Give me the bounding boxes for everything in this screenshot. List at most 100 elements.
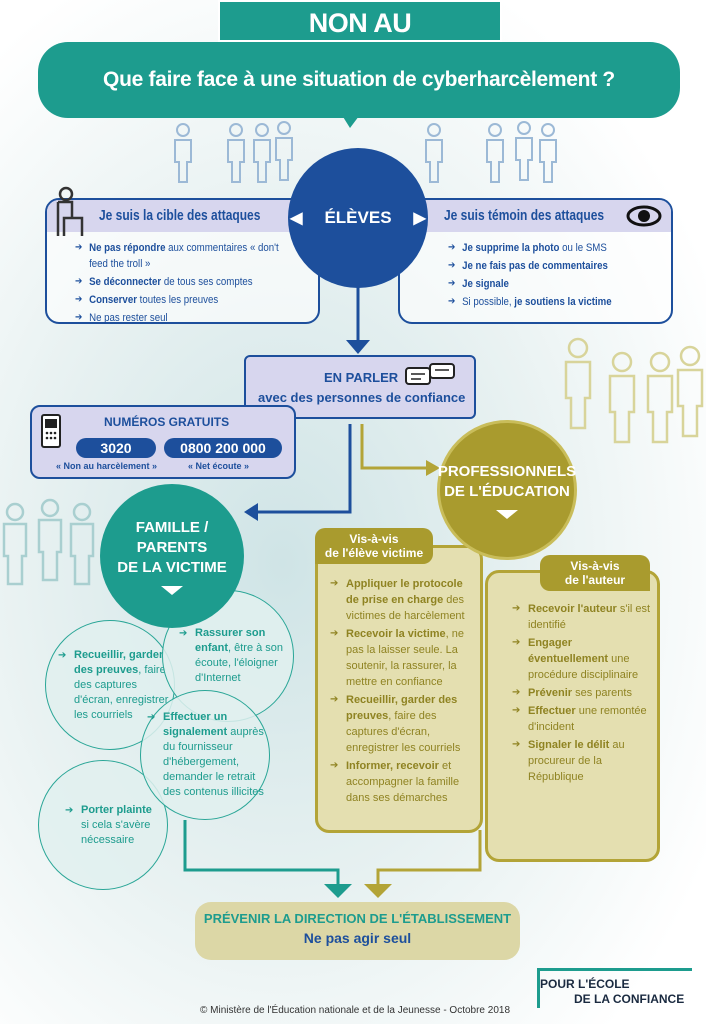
person-icon (486, 123, 504, 183)
list-item: Recevoir la victime, ne pas la laisser s… (330, 626, 474, 690)
adult-figures-right (564, 337, 704, 444)
direction-line1: PRÉVENIR LA DIRECTION DE L'ÉTABLISSEMENT (203, 911, 512, 926)
list-item: Effectuer une remontée d'incident (512, 703, 651, 735)
pros-label-line2: DE L'ÉDUCATION (444, 482, 570, 500)
arrow-line (183, 820, 340, 885)
phone-icon (41, 414, 61, 448)
item-bold: Effectuer (528, 705, 576, 717)
item-bold: Engager éventuellement (528, 637, 609, 665)
person-icon (174, 123, 192, 183)
item-text: , être à son écoute, l'éloigner d'Intern… (195, 642, 284, 684)
chevron-right-icon: ▶ (413, 210, 426, 227)
family-label-line2: DE LA VICTIME (117, 558, 227, 576)
list-item: Je signale (448, 276, 657, 292)
author-title-line1: Vis-à-vis (570, 559, 620, 573)
item-text: et accompagner la famille dans ses démar… (346, 760, 460, 804)
question-bubble: Que faire face à une situation de cyberh… (38, 42, 680, 118)
item-bold: Signaler le délit (528, 739, 610, 751)
item-text: une remontée d'incident (528, 705, 647, 733)
person-icon (608, 351, 636, 444)
adult-figures-left (2, 498, 95, 586)
arrow-head (324, 884, 352, 898)
pros-label-line1: PROFESSIONNELS (437, 462, 577, 480)
item-text: une procédure disciplinaire (528, 653, 639, 681)
number-3020[interactable]: 3020 (76, 438, 156, 458)
item-text: , faire des captures d'écran, enregistre… (74, 663, 169, 721)
author-title-line2: de l'auteur (564, 573, 626, 587)
numbers-title: NUMÉROS GRATUITS (104, 415, 230, 429)
copyright: © Ministère de l'Éducation nationale et … (200, 1005, 511, 1016)
item-bold: Rassurer son enfant (195, 627, 266, 654)
item-text: toutes les preuves (136, 294, 219, 306)
number-net-ecoute-label: « Net écoute » (188, 461, 250, 471)
list-item: Appliquer le protocole de prise en charg… (330, 576, 474, 624)
number-3020-label: « Non au harcèlement » (56, 461, 158, 471)
person-icon (646, 351, 674, 444)
item-bold: Porter plainte (81, 803, 152, 816)
sitting-person-icon (56, 186, 84, 236)
item-bold: Je signale (462, 278, 509, 290)
victim-box-title: Vis-à-vis de l'élève victime (315, 528, 433, 564)
item-text: au procureur de la République (528, 739, 625, 783)
target-title: Je suis la cible des attaques (99, 207, 261, 224)
person-icon (37, 498, 63, 582)
item-text: Ne pas rester seul (89, 312, 168, 324)
triangle-down-icon (496, 509, 518, 519)
students-label: ÉLÈVES (324, 208, 392, 227)
person-icon (275, 121, 293, 181)
person-icon (515, 121, 533, 181)
item-bold: Appliquer le protocole de prise en charg… (346, 578, 463, 606)
list-item: Prévenir ses parents (512, 685, 651, 701)
chevron-left-icon: ◀ (290, 210, 303, 227)
person-icon (425, 123, 443, 183)
person-icon (564, 337, 592, 430)
list-item: Recevoir l'auteur s'il est identifié (512, 601, 651, 633)
list-item: Informer, recevoir et accompagner la fam… (330, 758, 474, 806)
item-bold: Effectuer un signalement (163, 711, 228, 738)
person-icon (227, 123, 245, 183)
item-bold: Prévenir (528, 687, 573, 699)
list-item: Engager éventuellement une procédure dis… (512, 635, 651, 683)
list-item: Conserver toutes les preuves (75, 292, 284, 308)
family-label-line1: FAMILLE / PARENTS (135, 518, 209, 556)
item-text: auprès du fournisseur d'hébergement, dem… (163, 726, 264, 798)
students-circle: ◀ ÉLÈVES ▶ (288, 148, 428, 288)
item-text: aux commentaires « don't feed the troll … (89, 242, 279, 270)
item-text: s'il est identifié (528, 603, 651, 631)
person-icon (676, 345, 704, 438)
item-bold: Recueillir, garder des preuves (74, 648, 164, 676)
author-box: Recevoir l'auteur s'il est identifiéEnga… (485, 570, 660, 862)
arrow-head (346, 340, 370, 354)
person-icon (69, 502, 95, 586)
list-item: Je supprime la photo ou le SMS (448, 240, 657, 256)
person-icon (539, 123, 557, 183)
target-box: Je suis la cible des attaques Ne pas rép… (45, 198, 320, 326)
author-list: Recevoir l'auteur s'il est identifiéEnga… (488, 573, 657, 785)
item-bold: Ne pas répondre (89, 242, 166, 254)
item-text: de tous ses comptes (161, 276, 253, 288)
family-action: Recueillir, garder des preuves, faire de… (45, 620, 175, 750)
item-bold: Je supprime la photo (462, 242, 560, 254)
arrow-line (360, 424, 428, 470)
list-item: Recueillir, garder des preuves, faire de… (330, 692, 474, 756)
direction-line2: Ne pas agir seul (303, 930, 412, 946)
item-text: , faire des captures d'écran, enregistre… (346, 710, 461, 754)
arrow-line (258, 424, 352, 514)
triangle-down-icon (161, 585, 183, 595)
witness-title: Je suis témoin des attaques (444, 207, 605, 224)
target-header: Je suis la cible des attaques (47, 200, 318, 232)
witness-list: Je supprime la photo ou le SMSJe ne fais… (448, 232, 657, 310)
victim-title-line1: Vis-à-vis (349, 532, 399, 546)
family-circle: FAMILLE / PARENTS DE LA VICTIME (100, 484, 244, 628)
item-bold: Recevoir la victime (346, 628, 446, 640)
item-bold: Conserver (89, 294, 137, 306)
number-net-ecoute[interactable]: 0800 200 000 (164, 438, 282, 458)
victim-title-line2: de l'élève victime (324, 546, 424, 560)
person-icon (2, 502, 28, 586)
arrow-head (426, 460, 440, 476)
person-icon (253, 123, 271, 183)
item-bold: Informer, recevoir (346, 760, 439, 772)
chat-bubbles-icon (405, 363, 455, 385)
item-bold: Recueillir, garder des preuves (346, 694, 458, 722)
list-item: Signaler le délit au procureur de la Rép… (512, 737, 651, 785)
